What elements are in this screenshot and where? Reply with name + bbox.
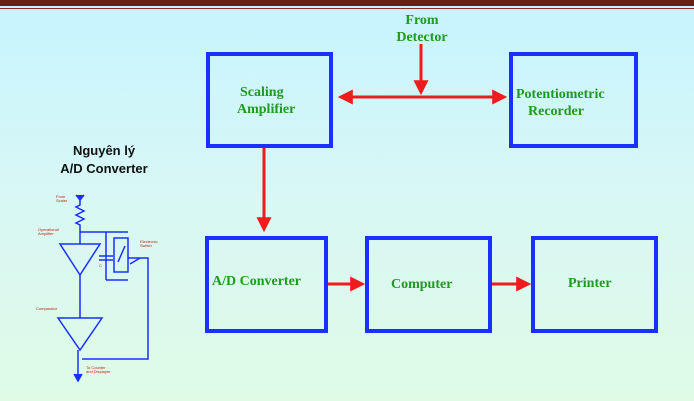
annot-output-1: To Counter bbox=[86, 365, 106, 370]
ad-converter-label: A/D Converter bbox=[212, 274, 302, 289]
annot-output-2: and Displayer bbox=[86, 369, 111, 374]
ad-converter-block bbox=[205, 236, 328, 333]
annot-op-amp: Operational Amplifier bbox=[38, 228, 59, 236]
side-title-line1: Nguyên lý bbox=[72, 143, 136, 158]
side-title-line2: A/D Converter bbox=[60, 161, 148, 176]
scaling-amplifier-line2: Amplifier bbox=[237, 102, 296, 117]
source-label-line2: Detector bbox=[396, 30, 448, 45]
recorder-label: Potentiometric Recorder bbox=[516, 86, 605, 120]
annot-op-amp-2: Amplifier bbox=[38, 231, 54, 236]
annot-capacitor: C bbox=[99, 263, 102, 268]
annot-switch-2: Switch bbox=[140, 243, 152, 248]
annot-comparator: Comparator bbox=[36, 306, 58, 311]
annot-from-scaler-2: Scaler bbox=[56, 198, 68, 203]
printer-block bbox=[531, 236, 658, 333]
annot-output: To Counter and Displayer bbox=[86, 366, 110, 374]
source-label: From Detector bbox=[386, 12, 458, 46]
scaling-amplifier-block bbox=[206, 52, 333, 148]
side-panel-title: Nguyên lý A/D Converter bbox=[44, 142, 164, 178]
scaling-amplifier-label: Scaling Amplifier bbox=[237, 84, 295, 118]
annot-from-scaler: From Scaler bbox=[56, 195, 67, 203]
output-arrowhead bbox=[73, 373, 83, 383]
header-bar bbox=[0, 0, 694, 6]
annot-switch: Electronic Switch bbox=[140, 240, 158, 248]
printer-label: Printer bbox=[568, 276, 612, 291]
switch-box bbox=[113, 237, 129, 273]
switch-lever bbox=[117, 245, 126, 263]
input-resistor bbox=[74, 197, 86, 232]
source-label-line1: From bbox=[405, 13, 439, 28]
header-rule bbox=[0, 8, 694, 9]
recorder-block bbox=[509, 52, 638, 148]
annot-switch-1: Electronic bbox=[140, 239, 158, 244]
return-wire bbox=[82, 257, 149, 360]
annot-from-scaler-1: From bbox=[56, 194, 66, 199]
annot-op-amp-1: Operational bbox=[38, 227, 59, 232]
scaling-amplifier-line1: Scaling bbox=[240, 85, 284, 100]
switch-link-wire bbox=[129, 257, 141, 265]
recorder-line1: Potentiometric bbox=[516, 87, 605, 102]
recorder-line2: Recorder bbox=[528, 104, 584, 119]
computer-label: Computer bbox=[391, 277, 453, 292]
input-arrowhead bbox=[75, 194, 85, 202]
opamp-symbol bbox=[58, 243, 102, 277]
comparator-symbol bbox=[56, 317, 104, 352]
computer-block bbox=[365, 236, 492, 333]
